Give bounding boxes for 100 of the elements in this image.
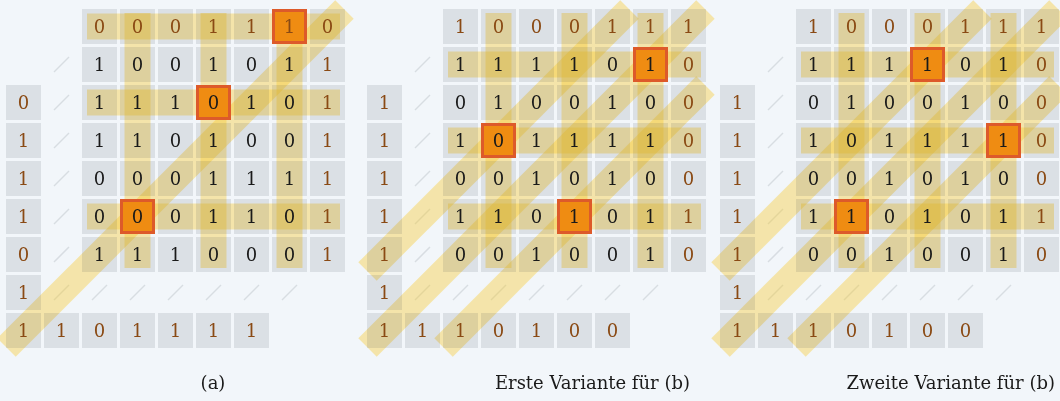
bit-cell: 1 bbox=[720, 161, 755, 196]
bit-cell: 0 bbox=[519, 199, 554, 234]
bit-cell: 1 bbox=[519, 237, 554, 272]
bit-cell: 1 bbox=[6, 123, 41, 158]
bit-cell: 1 bbox=[196, 161, 231, 196]
highlighted-bit-cell: 0 bbox=[196, 85, 231, 120]
bit-cell: 1 bbox=[796, 313, 831, 348]
bit-cell: 1 bbox=[986, 9, 1021, 44]
bit-cell: 0 bbox=[443, 237, 478, 272]
bit-cell: 0 bbox=[796, 85, 831, 120]
bit-cell: 1 bbox=[872, 47, 907, 82]
bit-cell: 1 bbox=[234, 313, 269, 348]
bit-cell: 1 bbox=[720, 313, 755, 348]
bit-cell: 0 bbox=[872, 85, 907, 120]
bit-cell: 1 bbox=[272, 161, 307, 196]
bit-cell: 1 bbox=[758, 313, 793, 348]
bit-cell: 0 bbox=[234, 47, 269, 82]
bit-cell: 1 bbox=[481, 199, 516, 234]
bit-cell: 1 bbox=[986, 47, 1021, 82]
bit-cell: 0 bbox=[872, 9, 907, 44]
bit-cell: 1 bbox=[443, 123, 478, 158]
bit-cell: 1 bbox=[234, 199, 269, 234]
bit-cell: 1 bbox=[671, 199, 706, 234]
bit-cell: 1 bbox=[196, 123, 231, 158]
bit-cell: 0 bbox=[234, 237, 269, 272]
bit-cell: 1 bbox=[44, 313, 79, 348]
bit-cell: 1 bbox=[310, 123, 345, 158]
highlighted-bit-cell: 1 bbox=[557, 199, 592, 234]
bit-cell: 0 bbox=[234, 123, 269, 158]
bit-cell: 1 bbox=[720, 237, 755, 272]
bit-cell: 0 bbox=[120, 47, 155, 82]
bit-cell: 0 bbox=[796, 237, 831, 272]
bit-cell: 0 bbox=[82, 313, 117, 348]
bit-cell: 0 bbox=[1024, 123, 1059, 158]
bit-cell: 1 bbox=[158, 237, 193, 272]
bit-cell: 1 bbox=[796, 9, 831, 44]
bit-cell: 0 bbox=[6, 85, 41, 120]
highlighted-bit-cell: 1 bbox=[633, 47, 668, 82]
bit-cell: 1 bbox=[367, 313, 402, 348]
bit-cell: 0 bbox=[872, 199, 907, 234]
bit-cell: 0 bbox=[272, 199, 307, 234]
bit-cell: 0 bbox=[948, 47, 983, 82]
bit-cell: 1 bbox=[796, 123, 831, 158]
bit-cell: 1 bbox=[948, 123, 983, 158]
bit-cell: 0 bbox=[443, 85, 478, 120]
bit-cell: 1 bbox=[272, 47, 307, 82]
bit-cell: 1 bbox=[796, 199, 831, 234]
bit-cell: 1 bbox=[872, 313, 907, 348]
bit-cell: 1 bbox=[720, 85, 755, 120]
bit-cell: 1 bbox=[986, 199, 1021, 234]
bit-cell: 0 bbox=[595, 313, 630, 348]
bit-cell: 1 bbox=[196, 47, 231, 82]
bit-cell: 0 bbox=[6, 237, 41, 272]
bit-cell: 1 bbox=[595, 9, 630, 44]
bit-cell: 0 bbox=[910, 313, 945, 348]
bit-cell: 1 bbox=[595, 85, 630, 120]
bit-cell: 1 bbox=[948, 9, 983, 44]
bit-cell: 0 bbox=[910, 85, 945, 120]
bit-cell: 0 bbox=[272, 123, 307, 158]
bit-cell: 0 bbox=[82, 199, 117, 234]
bit-cell: 1 bbox=[196, 9, 231, 44]
bit-cell: 1 bbox=[6, 161, 41, 196]
bit-cell: 1 bbox=[986, 237, 1021, 272]
bit-cell: 1 bbox=[948, 85, 983, 120]
bit-cell: 0 bbox=[158, 161, 193, 196]
highlighted-bit-cell: 1 bbox=[834, 199, 869, 234]
bit-cell: 0 bbox=[834, 9, 869, 44]
bit-cell: 0 bbox=[595, 237, 630, 272]
bit-cell: 0 bbox=[1024, 47, 1059, 82]
bit-cell: 0 bbox=[910, 237, 945, 272]
bit-cell: 1 bbox=[872, 123, 907, 158]
bit-cell: 1 bbox=[519, 313, 554, 348]
bit-cell: 1 bbox=[720, 199, 755, 234]
bit-cell: 1 bbox=[443, 9, 478, 44]
bit-cell: 0 bbox=[519, 85, 554, 120]
bit-cell: 0 bbox=[595, 199, 630, 234]
bit-cell: 0 bbox=[948, 313, 983, 348]
bit-cell: 0 bbox=[82, 9, 117, 44]
bit-cell: 1 bbox=[310, 199, 345, 234]
bit-cell: 1 bbox=[120, 85, 155, 120]
bit-cell: 1 bbox=[519, 123, 554, 158]
bit-cell: 1 bbox=[481, 47, 516, 82]
bit-cell: 0 bbox=[120, 161, 155, 196]
bit-cell: 1 bbox=[1024, 199, 1059, 234]
bit-cell: 1 bbox=[595, 161, 630, 196]
highlighted-bit-cell: 1 bbox=[986, 123, 1021, 158]
bit-cell: 0 bbox=[595, 47, 630, 82]
bit-cell: 1 bbox=[367, 275, 402, 310]
bit-cell: 0 bbox=[82, 161, 117, 196]
bit-cell: 1 bbox=[405, 313, 440, 348]
bit-cell: 0 bbox=[948, 199, 983, 234]
bit-cell: 0 bbox=[834, 237, 869, 272]
bit-cell: 0 bbox=[671, 47, 706, 82]
bit-cell: 0 bbox=[834, 161, 869, 196]
bit-cell: 1 bbox=[367, 199, 402, 234]
bit-cell: 1 bbox=[196, 313, 231, 348]
bit-cell: 0 bbox=[120, 9, 155, 44]
highlighted-bit-cell: 1 bbox=[910, 47, 945, 82]
bit-cell: 1 bbox=[633, 9, 668, 44]
bit-cell: 1 bbox=[834, 47, 869, 82]
